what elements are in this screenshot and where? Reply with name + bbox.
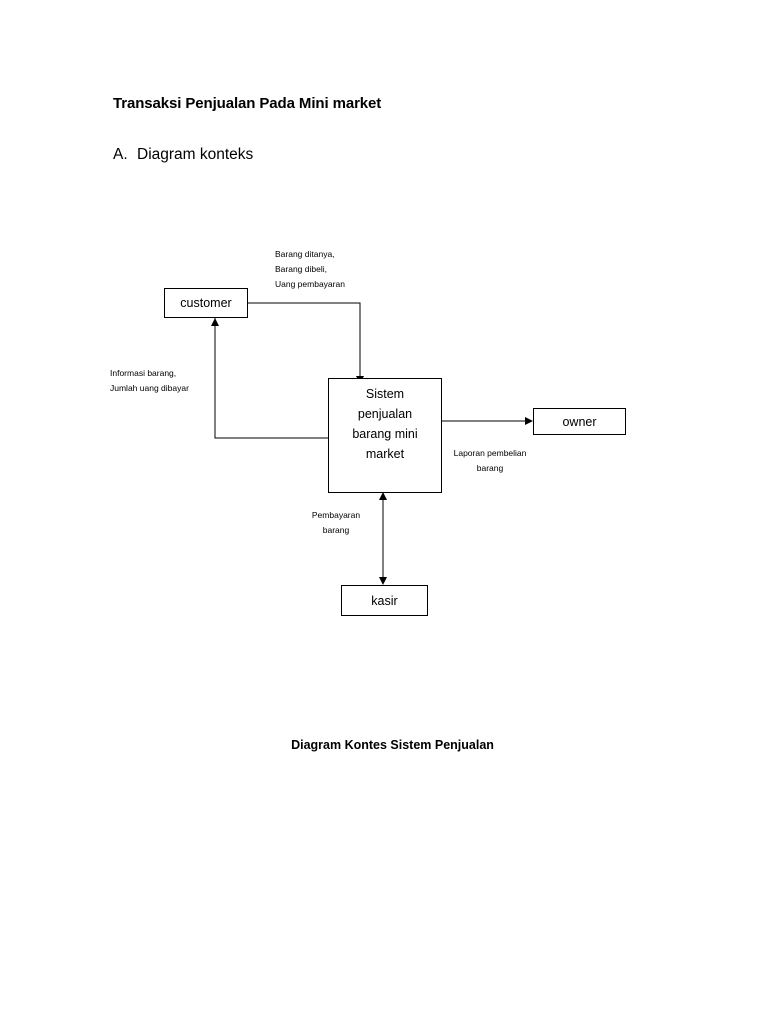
entity-customer-label: customer	[180, 296, 232, 310]
flow-line-customer-to-system	[248, 302, 361, 378]
flow-label-line: Barang dibeli,	[275, 264, 327, 274]
flow-label-line: barang	[322, 525, 350, 535]
diagram-caption: Diagram Kontes Sistem Penjualan	[291, 738, 494, 752]
flow-label-line: Barang ditanya,	[275, 249, 335, 259]
process-label: Sistem penjualan barang mini market	[328, 384, 442, 464]
flow-label-system-kasir: Pembayaran barang	[304, 508, 368, 538]
process-label-line: market	[365, 447, 405, 461]
flow-label-line: Pembayaran	[311, 510, 361, 520]
flow-label-system-to-customer: Informasi barang, Jumlah uang dibayar	[110, 366, 189, 396]
flow-label-line: Informasi barang,	[110, 368, 177, 378]
entity-owner: owner	[533, 408, 626, 435]
entity-customer: customer	[164, 288, 248, 318]
flow-label-line: barang	[476, 463, 504, 473]
entity-kasir-label: kasir	[371, 593, 398, 608]
section-heading: A. Diagram konteks	[113, 146, 253, 164]
arrowhead-into-system-from-kasir	[379, 492, 387, 500]
arrowhead-into-owner	[525, 417, 533, 425]
process-label-line: barang mini	[352, 427, 418, 441]
process-label-line: Sistem	[365, 387, 405, 401]
flow-label-system-to-owner: Laporan pembelian barang	[448, 446, 532, 476]
flow-line-system-to-customer	[214, 318, 328, 439]
process-sistem-penjualan	[328, 378, 442, 493]
entity-owner-label: owner	[562, 414, 597, 429]
flow-label-line: Uang pembayaran	[275, 279, 345, 289]
section-marker: A.	[113, 146, 128, 163]
flow-label-customer-to-system: Barang ditanya, Barang dibeli, Uang pemb…	[275, 247, 345, 292]
section-heading-text: Diagram konteks	[137, 146, 254, 163]
document-title: Transaksi Penjualan Pada Mini market	[113, 95, 382, 112]
arrowhead-into-kasir	[379, 577, 387, 585]
process-label-line: penjualan	[357, 407, 413, 421]
flow-label-line: Laporan pembelian	[453, 448, 527, 458]
flow-label-line: Jumlah uang dibayar	[110, 383, 189, 393]
entity-kasir: kasir	[341, 585, 428, 616]
arrowhead-into-customer	[211, 318, 219, 326]
